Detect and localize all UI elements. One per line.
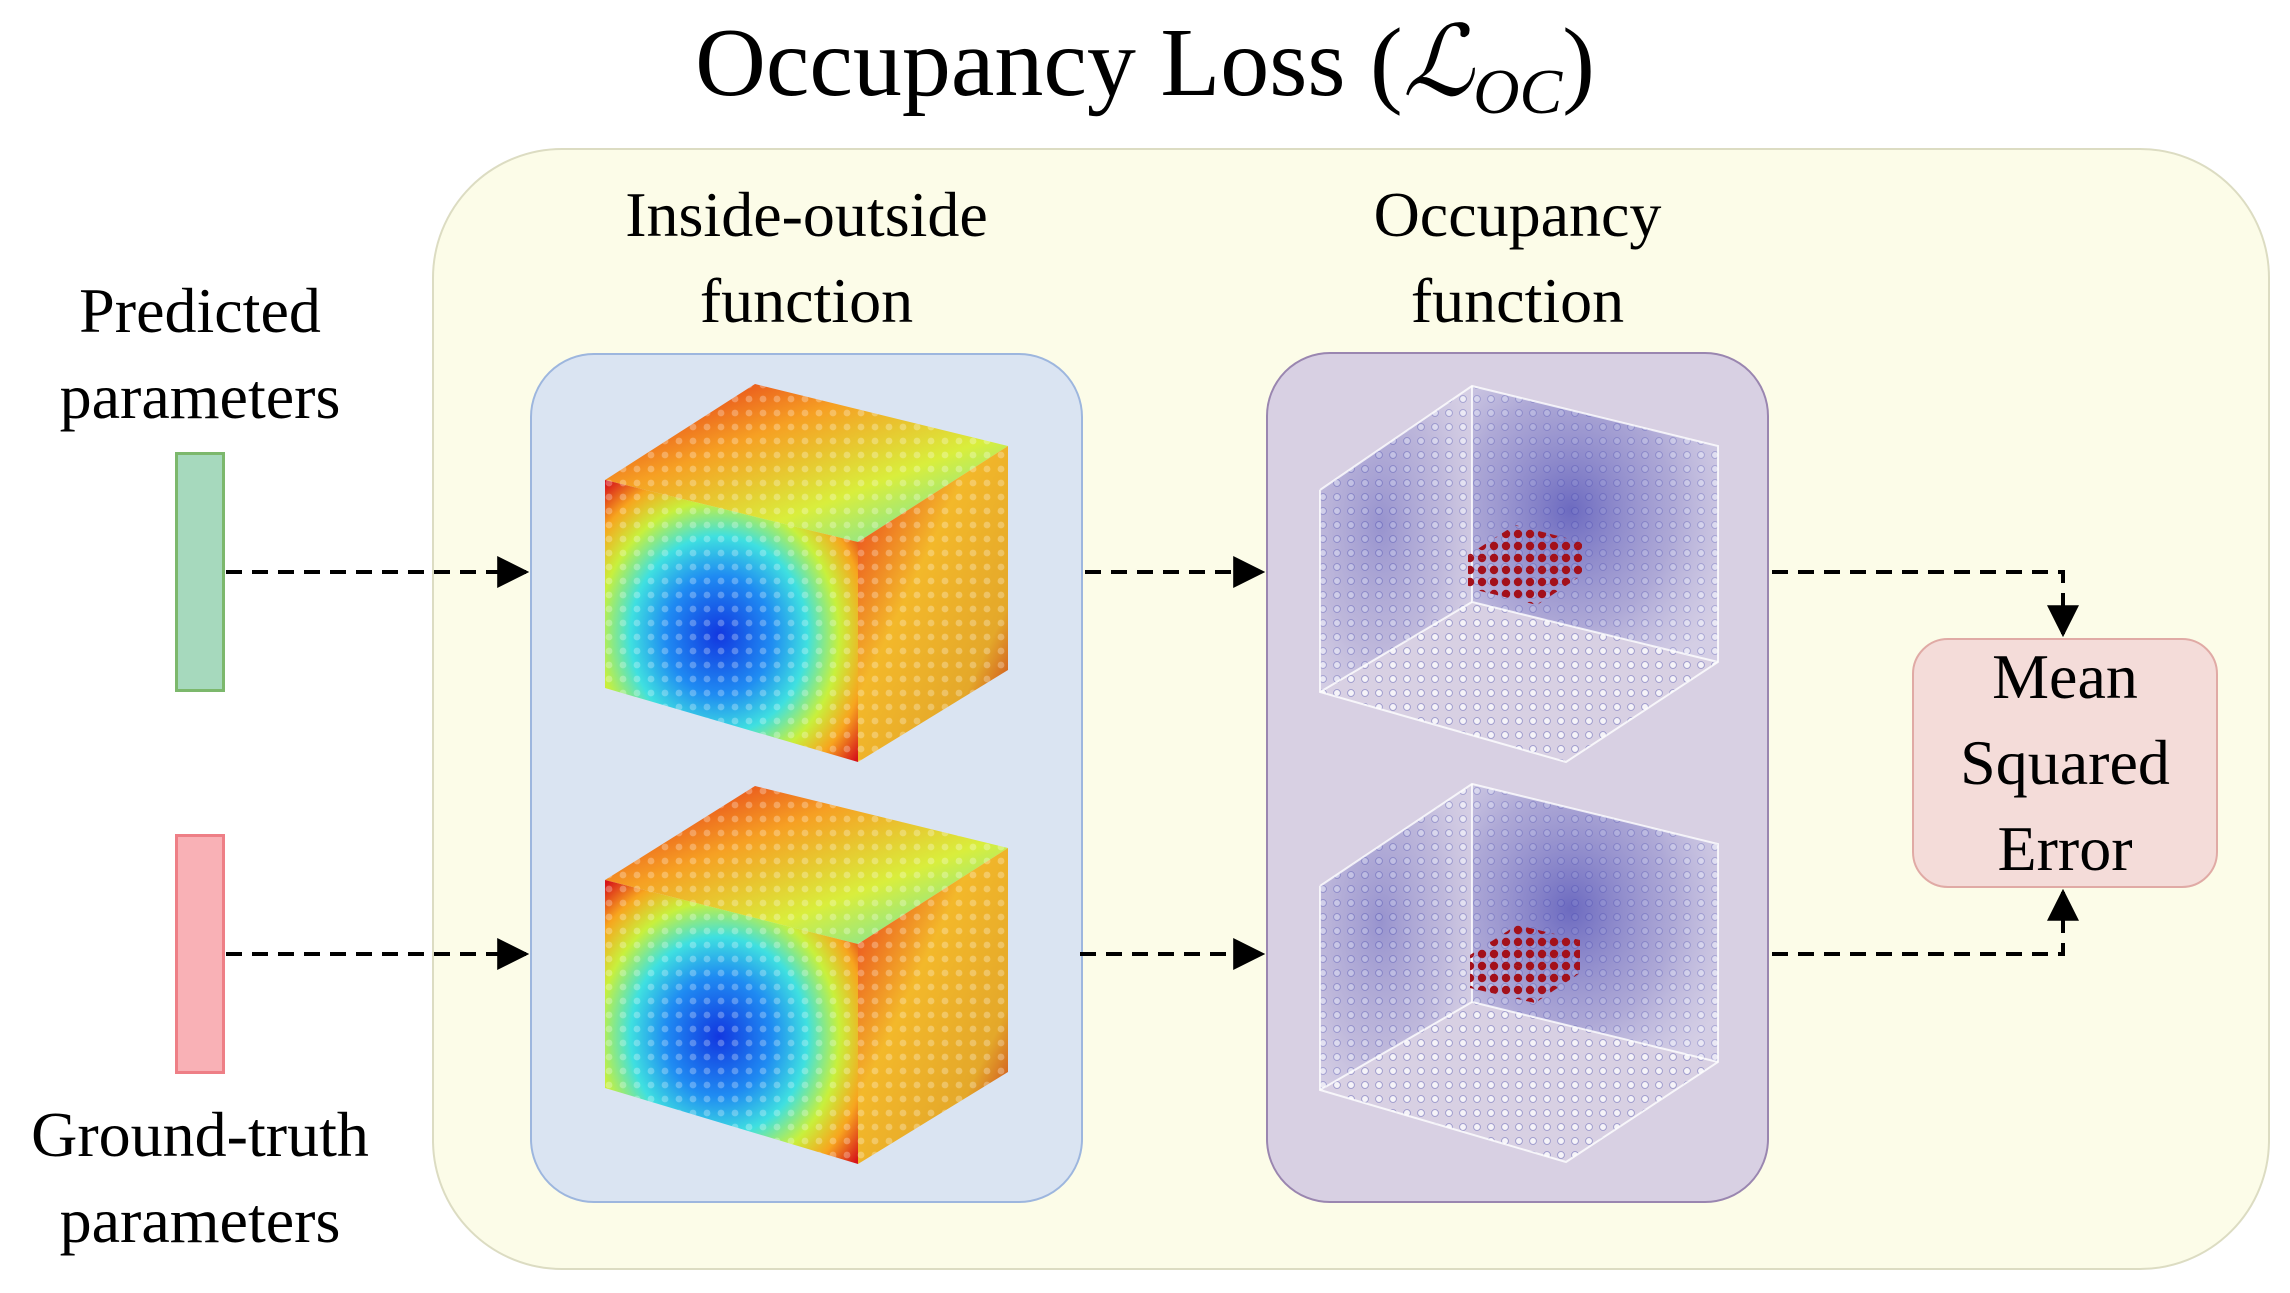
occupancy-label-line-2: function (1410, 265, 1625, 336)
predicted-label: Predicted parameters (0, 268, 400, 440)
mse-label-line-2: Squared (1960, 727, 2170, 798)
loss-subscript: OC (1473, 56, 1563, 127)
predicted-label-line-2: parameters (59, 361, 341, 432)
occupancy-label: Occupancy function (1266, 172, 1769, 344)
predicted-parameters-bar (175, 452, 225, 692)
ground-truth-label-line-1: Ground-truth (31, 1099, 369, 1170)
mse-box (1912, 638, 2218, 888)
mse-label: Mean Squared Error (1912, 634, 2218, 892)
diagram-title: Occupancy Loss (ℒOC) (0, 0, 2290, 130)
title-text: Occupancy Loss ( (695, 9, 1403, 117)
mse-label-line-3: Error (1997, 813, 2133, 884)
ground-truth-label-line-2: parameters (59, 1185, 341, 1256)
arrow-oc-to-mse-bottom (1772, 888, 2079, 956)
inside-outside-label: Inside-outside function (530, 172, 1083, 344)
predicted-label-line-1: Predicted (79, 275, 321, 346)
occupancy-cube-ground-truth (1319, 782, 1719, 1164)
inside-outside-cube-ground-truth (605, 786, 1008, 1164)
inside-outside-label-line-1: Inside-outside (625, 179, 988, 250)
title-close-paren: ) (1562, 9, 1595, 117)
occupancy-label-line-1: Occupancy (1373, 179, 1662, 250)
mse-label-line-1: Mean (1992, 641, 2138, 712)
ground-truth-label: Ground-truth parameters (0, 1092, 400, 1264)
inside-outside-cube-predicted (605, 384, 1008, 762)
arrow-oc-to-mse-top (1772, 570, 2079, 638)
occupancy-cube-predicted (1319, 384, 1719, 764)
loss-symbol: ℒ (1402, 5, 1474, 119)
ground-truth-parameters-bar (175, 834, 225, 1074)
inside-outside-label-line-2: function (699, 265, 914, 336)
